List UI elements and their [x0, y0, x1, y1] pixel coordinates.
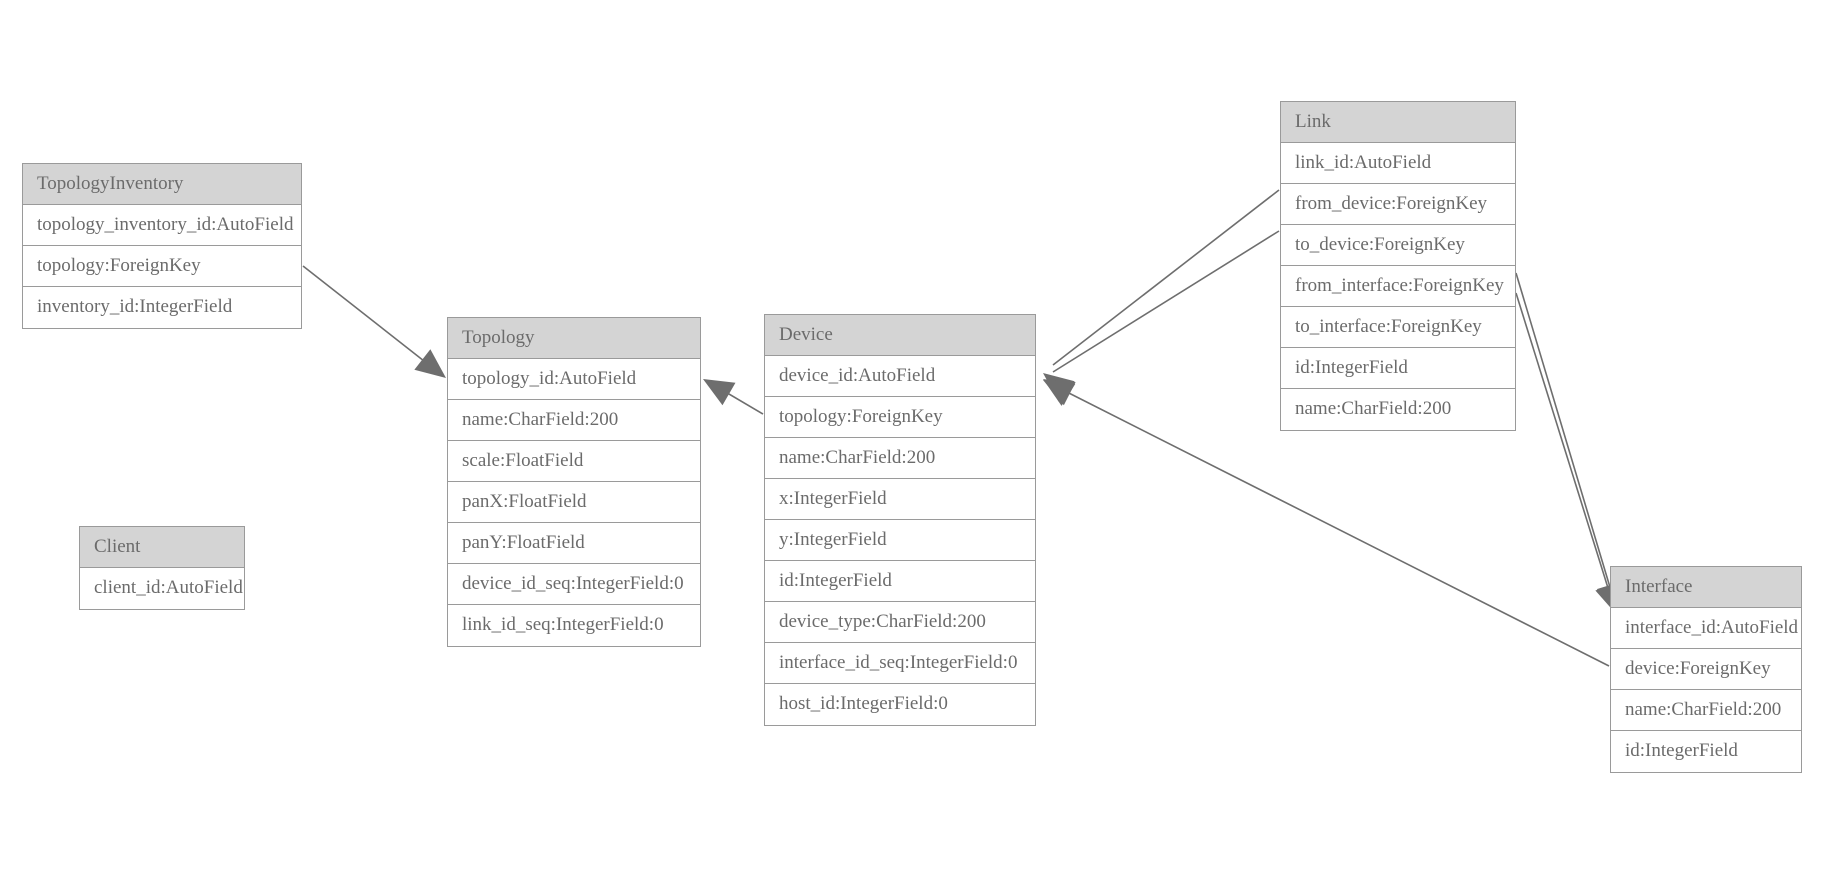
entity-field: link_id_seq:IntegerField:0: [448, 605, 700, 646]
entity-field: device_type:CharField:200: [765, 602, 1035, 643]
entity-field: id:IntegerField: [1611, 731, 1801, 772]
entity-title-client: Client: [80, 527, 244, 568]
entity-field: x:IntegerField: [765, 479, 1035, 520]
entity-field: topology:ForeignKey: [765, 397, 1035, 438]
relationship-arrowhead: [1043, 379, 1076, 406]
rel-link-from-device: [1043, 189, 1280, 402]
entity-field: panX:FloatField: [448, 482, 700, 523]
entity-field: y:IntegerField: [765, 520, 1035, 561]
entity-title-link: Link: [1281, 102, 1515, 143]
entity-title-interface: Interface: [1611, 567, 1801, 608]
entity-field: name:CharField:200: [1611, 690, 1801, 731]
entity-field: topology_inventory_id:AutoField: [23, 205, 301, 246]
entity-field: device_id_seq:IntegerField:0: [448, 564, 700, 605]
entity-field: device:ForeignKey: [1611, 649, 1801, 690]
entity-field: host_id:IntegerField:0: [765, 684, 1035, 725]
relationship-arrowhead: [1043, 373, 1075, 402]
rel-topologyinventory-topology: [302, 265, 446, 378]
entity-field: scale:FloatField: [448, 441, 700, 482]
entity-field: id:IntegerField: [1281, 348, 1515, 389]
rel-link-to-device: [1043, 230, 1280, 406]
entity-field: name:CharField:200: [448, 400, 700, 441]
entity-field: to_device:ForeignKey: [1281, 225, 1515, 266]
relationship-arrowhead: [703, 379, 736, 406]
entity-field: client_id:AutoField: [80, 568, 244, 609]
entity-field: name:CharField:200: [1281, 389, 1515, 430]
entity-field: panY:FloatField: [448, 523, 700, 564]
entity-field: name:CharField:200: [765, 438, 1035, 479]
entity-field: inventory_id:IntegerField: [23, 287, 301, 328]
entity-title-device: Device: [765, 315, 1035, 356]
entity-field: id:IntegerField: [765, 561, 1035, 602]
entity-title-topology_inventory: TopologyInventory: [23, 164, 301, 205]
entity-field: to_interface:ForeignKey: [1281, 307, 1515, 348]
rel-device-topology: [703, 379, 764, 415]
relationship-arrowhead: [1043, 380, 1076, 406]
entity-field: from_device:ForeignKey: [1281, 184, 1515, 225]
entity-field: interface_id:AutoField: [1611, 608, 1801, 649]
entity-field: interface_id_seq:IntegerField:0: [765, 643, 1035, 684]
entity-field: topology:ForeignKey: [23, 246, 301, 287]
entity-field: device_id:AutoField: [765, 356, 1035, 397]
entity-field: topology_id:AutoField: [448, 359, 700, 400]
entity-field: link_id:AutoField: [1281, 143, 1515, 184]
entity-field: from_interface:ForeignKey: [1281, 266, 1515, 307]
entity-title-topology: Topology: [448, 318, 700, 359]
